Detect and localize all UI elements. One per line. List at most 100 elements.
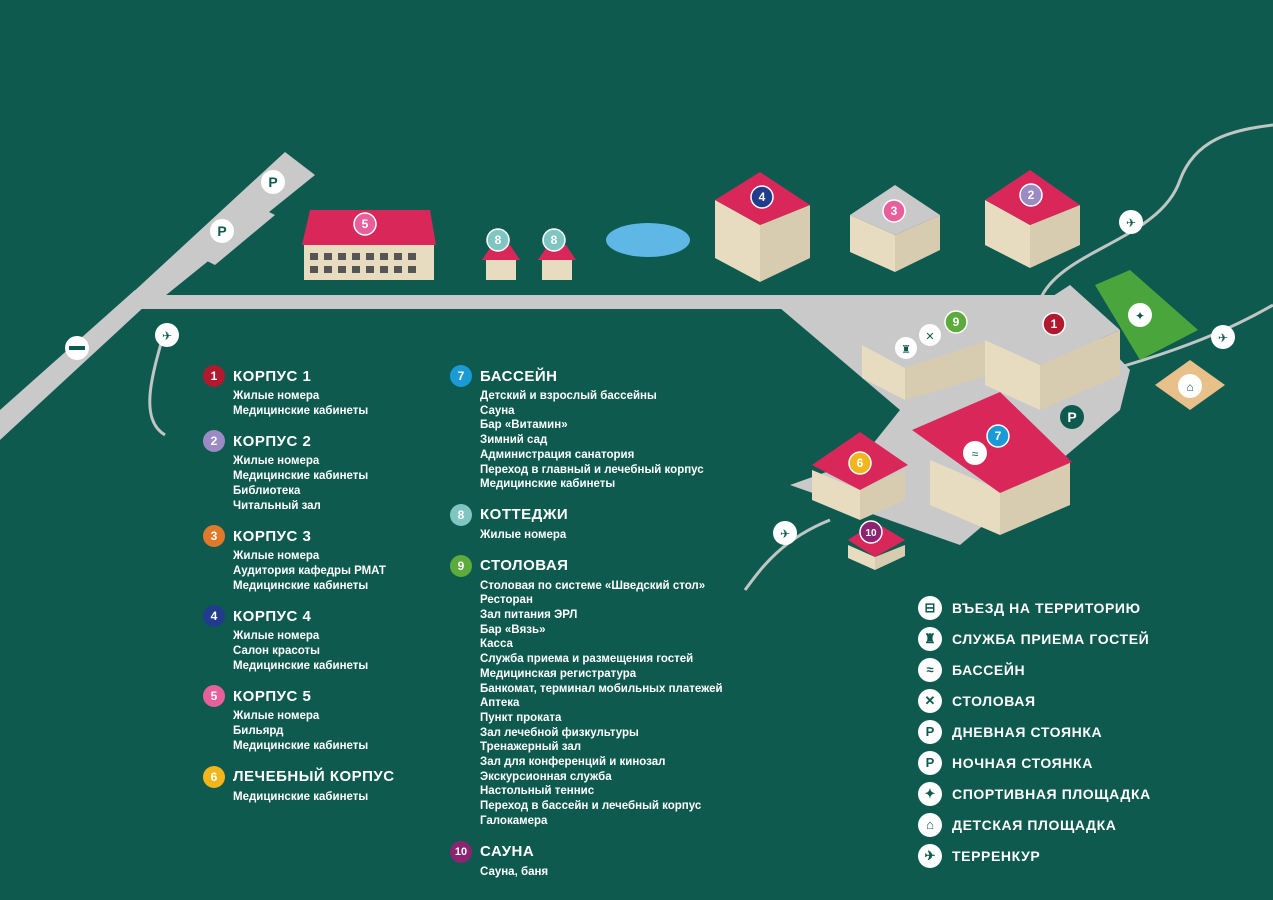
legend-number-badge: 7 — [450, 365, 472, 387]
legend-subitem: Пункт проката — [480, 711, 562, 724]
building-badge-number: 7 — [995, 429, 1002, 443]
building-badge-number: 6 — [857, 456, 864, 470]
parking-marker: P — [210, 219, 234, 243]
legend-subitem: Настольный теннис — [480, 785, 595, 798]
svg-text:✦: ✦ — [1135, 309, 1145, 323]
legend-number-badge: 8 — [450, 503, 472, 526]
legend-subitem: Зал питания ЭРЛ — [480, 609, 578, 622]
building-badge-number: 10 — [865, 528, 877, 539]
building-badge-number: 1 — [1051, 317, 1058, 331]
building-badge-1[interactable]: 1 — [1042, 312, 1066, 336]
legend-subitem: Переход в главный и лечебный корпус — [480, 463, 704, 476]
icon-legend-label: СТОЛОВАЯ — [952, 692, 1036, 709]
icon-legend-row: ✕СТОЛОВАЯ — [918, 685, 1151, 716]
legend-subitem: Медицинская регистратура — [480, 667, 637, 680]
legend-subitem: Медицинские кабинеты — [480, 478, 616, 491]
building-badge-2[interactable]: 2 — [1019, 183, 1043, 207]
icon-legend-label: БАССЕЙН — [952, 661, 1026, 678]
icon-legend: ⊟ВЪЕЗД НА ТЕРРИТОРИЮ♜СЛУЖБА ПРИЕМА ГОСТЕ… — [918, 592, 1151, 871]
parking-day-icon: P — [918, 719, 942, 744]
building-badge-5[interactable]: 5 — [353, 212, 377, 236]
legend-subitem: Галокамера — [480, 814, 548, 827]
hiking-icon: ✈ — [773, 521, 797, 545]
svg-text:✈: ✈ — [1218, 331, 1228, 345]
building-badge-number: 3 — [891, 204, 898, 218]
icon-legend-row: ✦СПОРТИВНАЯ ПЛОЩАДКА — [918, 778, 1151, 809]
legend-subitem: Бар «Витамин» — [480, 419, 568, 432]
legend-title: КОРПУС 4 — [233, 607, 312, 625]
legend-title: СТОЛОВАЯ — [480, 557, 569, 575]
legend-subitem: Зал для конференций и кинозал — [480, 756, 666, 769]
legend-subitem: Тренажерный зал — [480, 741, 582, 754]
legend-subitem: Банкомат, терминал мобильных платежей — [480, 682, 723, 695]
legend-title: КОРПУС 3 — [233, 527, 312, 545]
parking-marker: P — [1060, 405, 1084, 429]
legend-subitem: Жилые номера — [233, 710, 320, 723]
trail-path — [1109, 303, 1273, 372]
svg-text:P: P — [217, 223, 226, 239]
legend-subitem: Сауна, баня — [480, 865, 549, 878]
legend-subitem: Библиотека — [233, 484, 301, 497]
svg-text:⌂: ⌂ — [1186, 380, 1193, 394]
building-badge-10[interactable]: 10 — [859, 520, 883, 544]
building-badge-4[interactable]: 4 — [750, 185, 774, 209]
svg-text:≈: ≈ — [972, 447, 979, 461]
icon-legend-label: НОЧНАЯ СТОЯНКА — [952, 754, 1093, 771]
legend-subitem: Зал лечебной физкультуры — [480, 726, 639, 739]
parking-marker: P — [261, 170, 285, 194]
hiking-icon: ✈ — [1119, 210, 1143, 234]
legend-subitem: Ресторан — [480, 594, 533, 607]
pond — [606, 223, 690, 257]
legend-subitem: Жилые номера — [233, 455, 320, 468]
legend-subitem: Читальный зал — [233, 499, 321, 512]
icon-legend-label: ТЕРРЕНКУР — [952, 847, 1041, 864]
legend-subitem: Служба приема и размещения гостей — [480, 653, 694, 666]
legend-subitem: Жилые номера — [233, 630, 320, 643]
building-badge-9[interactable]: 9 — [944, 310, 968, 334]
trail-path — [1038, 123, 1273, 301]
building-badge-6[interactable]: 6 — [848, 451, 872, 475]
legend-title: КОРПУС 5 — [233, 687, 312, 705]
building-3[interactable] — [850, 185, 940, 272]
legend-number-badge: 6 — [203, 765, 225, 788]
legend-heading: 6 ЛЕЧЕБНЫЙ КОРПУС — [203, 765, 395, 788]
building-badge-number: 8 — [551, 233, 558, 247]
building-badge-8[interactable]: 8 — [542, 228, 566, 252]
legend-subitem: Жилые номера — [480, 528, 567, 541]
building-badge-7[interactable]: 7 — [986, 424, 1010, 448]
legend-title: КОРПУС 1 — [233, 367, 312, 385]
icon-legend-row: ⊟ВЪЕЗД НА ТЕРРИТОРИЮ — [918, 592, 1151, 623]
icon-legend-row: ✈ТЕРРЕНКУР — [918, 840, 1151, 871]
building-badge-number: 4 — [759, 190, 766, 204]
legend-number-badge: 5 — [203, 685, 225, 708]
building-badge-8[interactable]: 8 — [486, 228, 510, 252]
reception-bell-icon: ♜ — [918, 626, 942, 651]
legend-subitem: Медицинские кабинеты — [233, 739, 369, 752]
icon-legend-label: СПОРТИВНАЯ ПЛОЩАДКА — [952, 785, 1151, 802]
hiking-icon: ✈ — [1211, 325, 1235, 349]
playground-icon: ⌂ — [1178, 374, 1202, 398]
building-badge-number: 8 — [495, 233, 502, 247]
legend-title: ЛЕЧЕБНЫЙ КОРПУС — [233, 768, 395, 786]
icon-legend-row: ≈БАССЕЙН — [918, 654, 1151, 685]
building-badge-3[interactable]: 3 — [882, 199, 906, 223]
icon-legend-row: ♜СЛУЖБА ПРИЕМА ГОСТЕЙ — [918, 623, 1151, 654]
fork-knife-icon: ✕ — [919, 324, 941, 346]
legend-subitem: Медицинские кабинеты — [233, 470, 369, 483]
svg-text:✕: ✕ — [925, 331, 934, 343]
